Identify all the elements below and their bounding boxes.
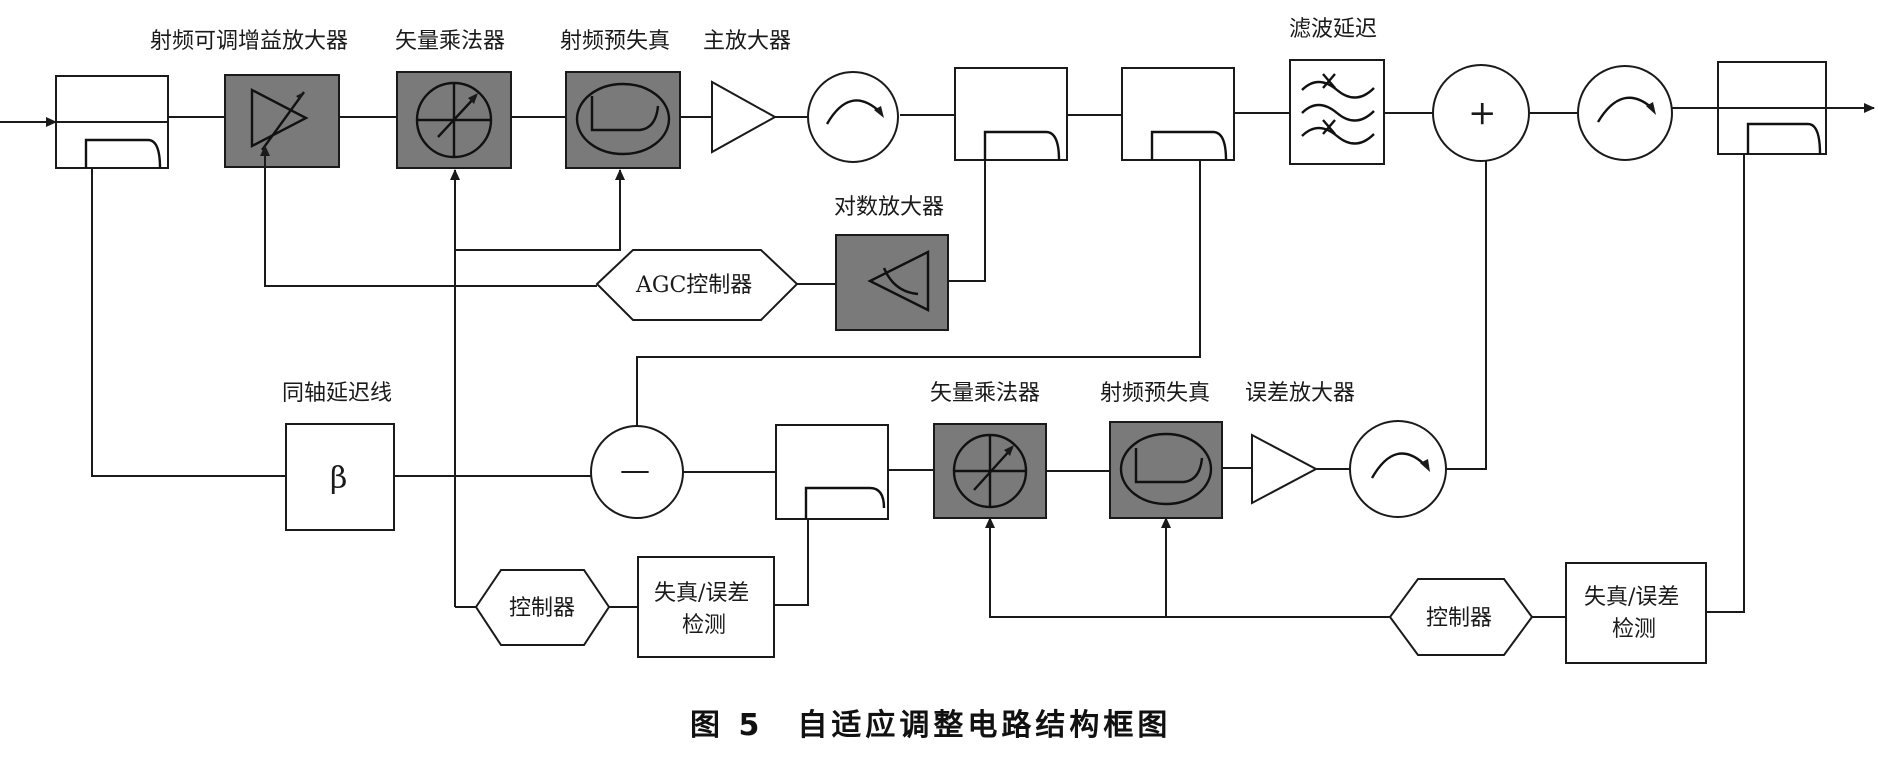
detector-1-line2: 检测: [682, 613, 726, 638]
coupler-1: [55, 75, 169, 169]
output-coupler: [1717, 61, 1827, 155]
plus-sign: +: [1468, 93, 1497, 133]
subtractor-minus: —: [590, 425, 684, 519]
coupler-2: [954, 67, 1068, 161]
detector-2-line1: 失真/误差: [1584, 585, 1679, 610]
rf-vga-block: [224, 74, 340, 168]
wire-output-coupler-to-detector2: [1706, 154, 1745, 613]
rf-vga-label: 射频可调增益放大器: [150, 29, 348, 54]
minus-sign: —: [620, 453, 650, 488]
wire-ctrl1-to-pd1: [455, 169, 625, 251]
controller-2-label: 控制器: [1426, 606, 1492, 631]
rf-predistorter-2-block: [1109, 421, 1223, 519]
circulator-2: [1577, 65, 1673, 161]
wire-coupler4-to-detector1: [774, 519, 809, 606]
controller-2: 控制器: [1388, 578, 1534, 656]
controller-1: 控制器: [474, 569, 611, 646]
circulator-1: [807, 71, 899, 163]
detector-2-line2: 检测: [1612, 617, 1656, 642]
agc-controller: AGC控制器: [595, 249, 799, 321]
filter-delay-label: 滤波延迟: [1289, 17, 1377, 42]
coax-delay-block: β: [285, 423, 395, 531]
wire-coupler1-to-coax: [91, 168, 286, 477]
vector-multiplier-1-block: [396, 71, 512, 169]
circulator-3: [1349, 420, 1447, 518]
filter-delay-block: [1289, 59, 1385, 165]
distortion-detector-2: 失真/误差 检测: [1565, 562, 1707, 664]
summer-plus: +: [1432, 64, 1530, 162]
rf-predistorter-2-label: 射频预失真: [1100, 381, 1210, 406]
coupler-3: [1121, 67, 1235, 161]
wire-coupler3-to-subtractor: [636, 160, 1201, 426]
agc-controller-label: AGC控制器: [635, 273, 752, 298]
error-amplifier: [1251, 433, 1319, 505]
main-amplifier: [711, 80, 778, 154]
wire-circ3-to-summer: [1446, 161, 1487, 470]
log-amplifier-block: [835, 234, 949, 331]
coupler-4: [775, 424, 889, 520]
beta-symbol: β: [330, 461, 347, 496]
wire-coupler2-to-logamp: [948, 160, 986, 282]
vector-multiplier-2-label: 矢量乘法器: [930, 381, 1040, 406]
vector-multiplier-2-block: [933, 423, 1047, 519]
rf-predistorter-1-label: 射频预失真: [560, 29, 670, 54]
log-amplifier-label: 对数放大器: [834, 195, 944, 220]
distortion-detector-1: 失真/误差 检测: [637, 556, 775, 658]
rf-predistorter-1-block: [565, 71, 681, 169]
detector-1-line1: 失真/误差: [654, 581, 749, 606]
vector-multiplier-1-label: 矢量乘法器: [395, 29, 505, 54]
main-amplifier-label: 主放大器: [703, 29, 791, 54]
coax-delay-label: 同轴延迟线: [282, 381, 392, 406]
error-amplifier-label: 误差放大器: [1245, 381, 1355, 406]
wire-ctrl2-to-vm2: [985, 517, 1390, 618]
controller-1-label: 控制器: [509, 596, 575, 621]
figure-caption: 图 5 自适应调整电路结构框图: [690, 708, 1171, 743]
wire-agc-to-vga: [260, 145, 597, 287]
